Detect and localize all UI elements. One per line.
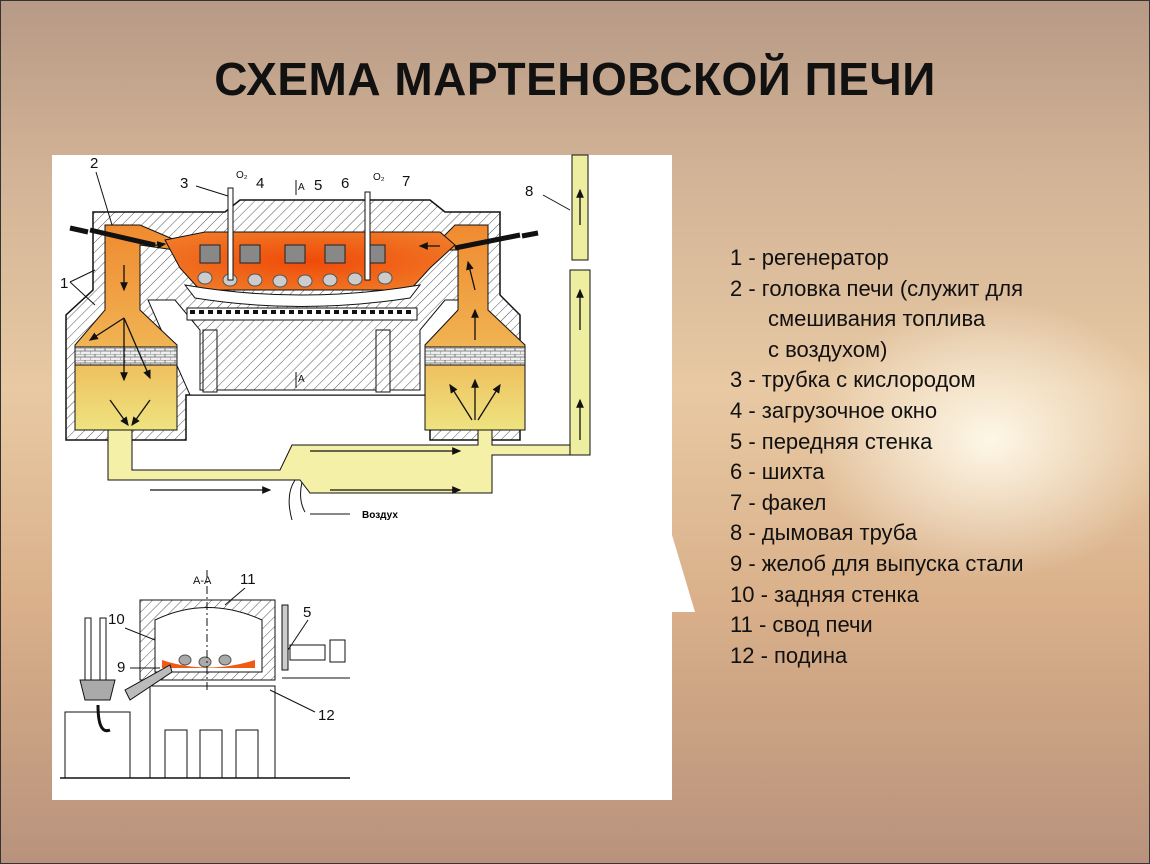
- oxygen-label-left: O₂: [236, 170, 248, 181]
- legend-item: 11 - свод печи: [730, 612, 873, 638]
- legend-item: смешивания топлива: [768, 306, 986, 332]
- hearth-supports: [202, 329, 391, 393]
- charge-lumps: [197, 271, 393, 288]
- gas-flow-arrows: [88, 188, 584, 494]
- legend-item: 6 - шихта: [730, 459, 825, 485]
- label-12: 12: [318, 707, 335, 724]
- legend-item: 3 - трубка с кислородом: [730, 367, 976, 393]
- left-checker: [74, 346, 178, 366]
- label-5-section: 5: [303, 604, 311, 621]
- legend: 1 - регенератор 2 - головка печи (служит…: [730, 243, 1024, 671]
- label-7: 7: [402, 173, 410, 190]
- label-5: 5: [314, 177, 322, 194]
- left-furnace-head: [74, 224, 178, 431]
- main-labels: 1 2 3 4 5 6 7 8 O₂ O₂ А А: [60, 155, 533, 385]
- section-mark-bottom: А: [298, 374, 305, 385]
- legend-item: 8 - дымовая труба: [730, 520, 918, 546]
- legend-item: 4 - загрузочное окно: [730, 397, 938, 423]
- label-9: 9: [117, 659, 125, 676]
- oxygen-lance-left: [227, 187, 234, 281]
- label-10: 10: [108, 611, 125, 628]
- label-11: 11: [240, 571, 256, 588]
- label-2: 2: [90, 155, 98, 172]
- air-label: Воздух: [362, 510, 398, 521]
- legend-item: 9 - желоб для выпуска стали: [730, 550, 1024, 576]
- legend-item: 12 - подина: [730, 642, 848, 668]
- right-checker: [424, 346, 526, 366]
- legend-item: 7 - факел: [730, 489, 827, 515]
- section-mark-top: А: [298, 182, 305, 193]
- legend-item: 1 - регенератор: [730, 245, 889, 270]
- label-6: 6: [341, 175, 349, 192]
- legend-item: 10 - задняя стенка: [730, 581, 919, 607]
- label-4: 4: [256, 175, 264, 192]
- flue-channels: [107, 429, 591, 494]
- label-3: 3: [180, 175, 188, 192]
- legend-item: 2 - головка печи (служит для: [730, 275, 1024, 301]
- section-a-a-drawing: [60, 570, 350, 779]
- legend-item: 5 - передняя стенка: [730, 428, 933, 454]
- slide-title: СХЕМА МАРТЕНОВСКОЙ ПЕЧИ: [214, 53, 936, 105]
- legend-item: с воздухом): [768, 336, 888, 362]
- section-title: А-А: [193, 575, 212, 587]
- label-8: 8: [525, 183, 533, 200]
- label-1: 1: [60, 275, 68, 292]
- oxygen-lance-right: [364, 191, 371, 281]
- oxygen-label-right: O₂: [373, 172, 385, 183]
